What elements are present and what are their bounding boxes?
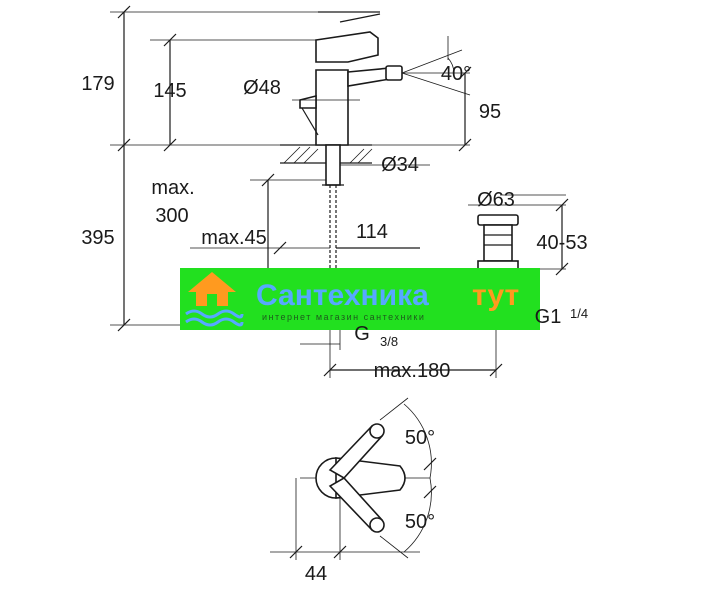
watermark-band (180, 268, 540, 330)
dim-drain-thread-fraction: 1/4 (570, 306, 588, 321)
watermark: Сантехника тут интернет магазин сантехни… (180, 268, 540, 330)
watermark-logo-icon (185, 272, 244, 327)
watermark-subtitle: интернет магазин сантехники (262, 312, 425, 322)
dim-plan-offset: 44 (305, 563, 327, 585)
dim-max-label: max. (151, 177, 194, 199)
dim-angle-upper: 50° (405, 427, 435, 449)
dim-max-thickness: 300 (155, 205, 188, 227)
dim-offset: 114 (356, 221, 388, 243)
dim-angle-lower: 50° (405, 511, 435, 533)
dim-max-45: max.45 (201, 227, 267, 249)
dim-spout-diameter: Ø48 (243, 77, 281, 99)
dim-drain-thread: G1 (535, 306, 562, 328)
watermark-title: Сантехника (256, 279, 429, 312)
dim-spout-angle: 40° (441, 63, 471, 85)
dim-outlet-height: 95 (479, 101, 501, 123)
dim-connection-thread: G (354, 323, 370, 345)
dim-lower-height: 395 (81, 227, 114, 249)
watermark-title-accent: тут (472, 279, 519, 312)
dim-drain-diameter: Ø63 (477, 189, 515, 211)
dim-max-180: max.180 (374, 360, 451, 382)
dim-hole-diameter: Ø34 (381, 154, 419, 176)
dim-connection-thread-fraction: 3/8 (380, 334, 398, 349)
plan-view (270, 397, 437, 560)
dim-drain-range: 40-53 (536, 232, 587, 254)
dim-spout-height: 145 (153, 80, 186, 102)
dim-total-height: 179 (81, 73, 114, 95)
